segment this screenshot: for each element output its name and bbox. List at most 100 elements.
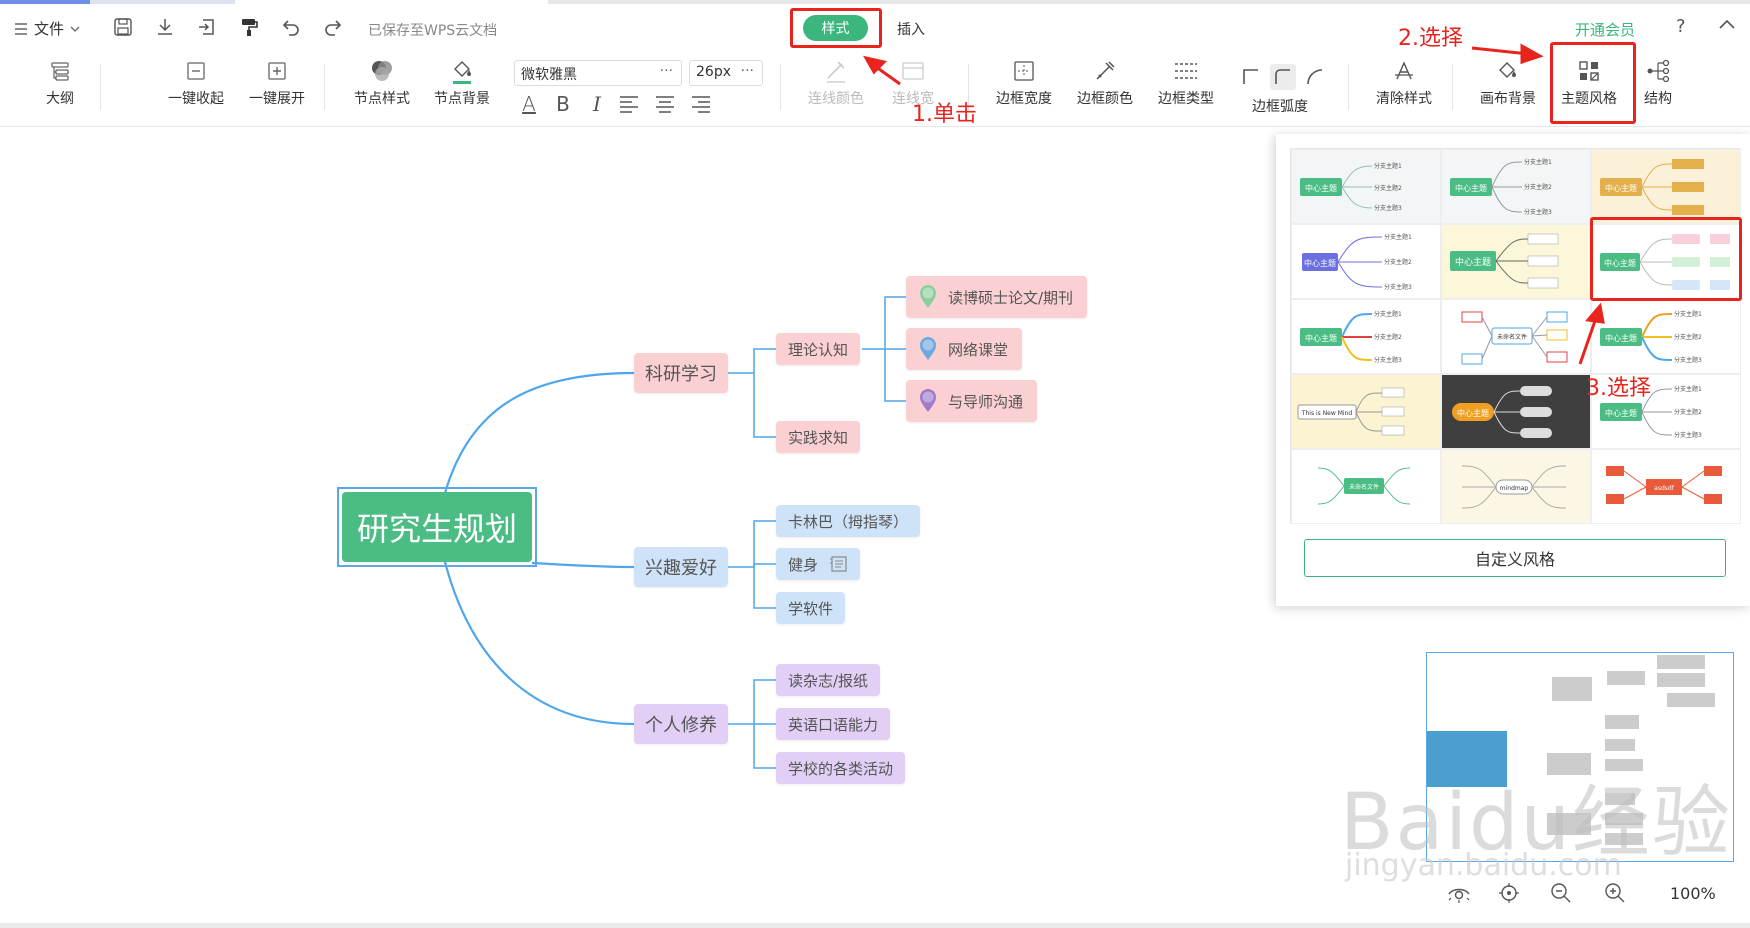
size-more-button[interactable]: ··· [740,63,754,79]
format-painter-icon[interactable] [236,14,262,40]
connector-lines [443,296,906,769]
file-menu-label: 文件 [34,20,65,38]
branch-research[interactable]: 科研学习 [634,353,728,393]
theme-option[interactable]: 中心主题 [1441,374,1591,449]
tab-indicator[interactable] [90,0,235,4]
annotation-box-style-tab [790,8,882,48]
active-tab-indicator[interactable] [0,0,90,4]
zoom-in-button[interactable] [1602,880,1628,906]
theme-preview: 中心主题 分支主题1 分支主题2 分支主题3 [1450,158,1552,216]
corner-rounded-button[interactable] [1270,64,1296,90]
bold-icon: B [556,92,570,116]
subtopic-school-activities[interactable]: 学校的各类活动 [776,752,906,784]
theme-option[interactable]: 中心主题 分支主题1 分支主题2 分支主题3 [1291,299,1441,374]
clear-style-button[interactable]: 清除样式 [1372,56,1436,108]
leaf-talk-advisor[interactable]: 与导师沟通 [906,380,1038,422]
border-color-button[interactable]: 边框颜色 [1073,56,1137,108]
branch-hobbies[interactable]: 兴趣爱好 [634,547,728,587]
leaf-read-papers[interactable]: 读博硕士论文/期刊 [906,276,1088,318]
clear-style-label: 清除样式 [1376,91,1432,107]
minimap[interactable] [1426,652,1734,862]
theme-option[interactable]: 中心主题 分支主题1 分支主题2 分支主题3 [1441,149,1591,224]
paint-bucket-icon [453,61,471,84]
line-width-button[interactable]: 连线宽 [888,56,938,108]
file-menu[interactable]: 文件 [14,18,80,39]
expand-all-icon [268,62,286,80]
align-left-button[interactable] [617,92,641,116]
leaf-online-course[interactable]: 网络课堂 [906,328,1023,370]
subtopic-kalimba[interactable]: 卡林巴（拇指琴） [776,505,921,537]
border-type-button[interactable]: 边框类型 [1154,56,1218,108]
collapse-toolbar-button[interactable] [1718,16,1736,35]
zoom-out-button[interactable] [1548,880,1574,906]
tab-style[interactable]: 样式 [803,15,868,41]
node-style-button[interactable]: 节点样式 [350,56,414,108]
italic-button[interactable]: I [585,92,609,116]
theme-option[interactable]: 中心主题 分支主题1 分支主题2 分支主题3 [1291,224,1441,299]
corner-square-button[interactable] [1238,64,1264,90]
subtopic-oral-english[interactable]: 英语口语能力 [776,708,891,740]
theme-preview: 中心主题 分支主题1 分支主题2 分支主题3 [1600,310,1702,364]
theme-option[interactable]: 未命名文件 [1291,449,1441,524]
subtopic-learn-software[interactable]: 学软件 [776,592,846,624]
border-color-label: 边框颜色 [1077,91,1133,107]
svg-text:This is New Mind: This is New Mind [1301,410,1353,417]
theme-preview: 中心主题 [1452,386,1552,438]
theme-option[interactable]: This is New Mind [1291,374,1441,449]
subtopic-read-magazines[interactable]: 读杂志/报纸 [776,664,881,696]
font-more-button[interactable]: ··· [659,63,673,79]
theme-option[interactable]: 中心主题 分支主题1 分支主题2 分支主题3 [1591,299,1741,374]
border-color-icon [1096,61,1115,80]
node-bg-button[interactable]: 节点背景 [430,56,494,108]
collapse-all-button[interactable]: 一键收起 [164,56,228,108]
align-right-icon [692,96,710,113]
divider [1452,64,1453,110]
svg-text:中心主题: 中心主题 [1455,256,1491,268]
help-button[interactable]: ? [1676,16,1686,37]
font-size-select[interactable]: 26px ··· [689,60,763,86]
theme-option[interactable]: 未命名文件 [1441,299,1591,374]
theme-option[interactable]: 中心主题 分支主题1 分支主题2 分支主题3 [1291,149,1441,224]
redo-icon[interactable] [320,14,346,40]
watermark-url: jingyan.baidu.com [1345,848,1622,883]
export-icon[interactable] [194,14,220,40]
branch-self-cultivation[interactable]: 个人修养 [634,704,728,744]
subtopic-theory[interactable]: 理论认知 [776,333,861,365]
bold-button[interactable]: B [551,92,575,116]
font-size-value: 26px [696,64,731,80]
toolbar-border [0,126,1750,127]
save-icon[interactable] [110,14,136,40]
theme-style-button[interactable]: 主题风格 [1557,56,1621,108]
align-center-button[interactable] [653,92,677,116]
theme-option[interactable]: 中心主题 [1591,149,1741,224]
locate-center-button[interactable] [1496,880,1522,906]
svg-text:未命名文件: 未命名文件 [1497,333,1527,341]
style-toolbar: 大纲 一键收起 一键展开 节点样式 节点背景 微软雅黑 ··· 26px ···… [0,56,1750,118]
vip-button[interactable]: 开通会员 [1575,21,1636,39]
canvas-bg-button[interactable]: 画布背景 [1476,56,1540,108]
theme-option[interactable]: 中心主题 [1441,224,1591,299]
font-color-icon: A [522,92,536,116]
outline-button[interactable]: 大纲 [40,56,80,108]
corner-round-button[interactable] [1302,64,1328,90]
line-color-button[interactable]: 连线颜色 [804,56,868,108]
theme-option[interactable]: mindmap [1441,449,1591,524]
expand-all-button[interactable]: 一键展开 [245,56,309,108]
download-icon[interactable] [152,14,178,40]
structure-button[interactable]: 结构 [1635,56,1681,108]
preview-eye-button[interactable] [1446,880,1472,906]
align-right-button[interactable] [689,92,713,116]
undo-icon[interactable] [278,14,304,40]
subtopic-fitness[interactable]: 健身 [776,548,861,580]
theme-option[interactable]: 中心主题 分支主题1 分支主题2 分支主题3 [1591,374,1741,449]
theme-style-panel: 中心主题 分支主题1 分支主题2 分支主题3 中心主题 分支主题1 分支主题2 … [1276,134,1750,606]
tab-insert[interactable]: 插入 [897,22,925,38]
font-color-button[interactable]: A [517,92,541,116]
subtopic-practice[interactable]: 实践求知 [776,421,861,453]
border-width-button[interactable]: 边框宽度 [992,56,1056,108]
custom-style-button[interactable]: 自定义风格 [1304,539,1726,577]
font-family-select[interactable]: 微软雅黑 ··· [514,60,682,86]
theme-option[interactable]: asdsdf [1591,449,1741,524]
root-topic[interactable]: 研究生规划 [342,492,532,562]
annotation-step3: 3.选择 [1586,376,1651,401]
